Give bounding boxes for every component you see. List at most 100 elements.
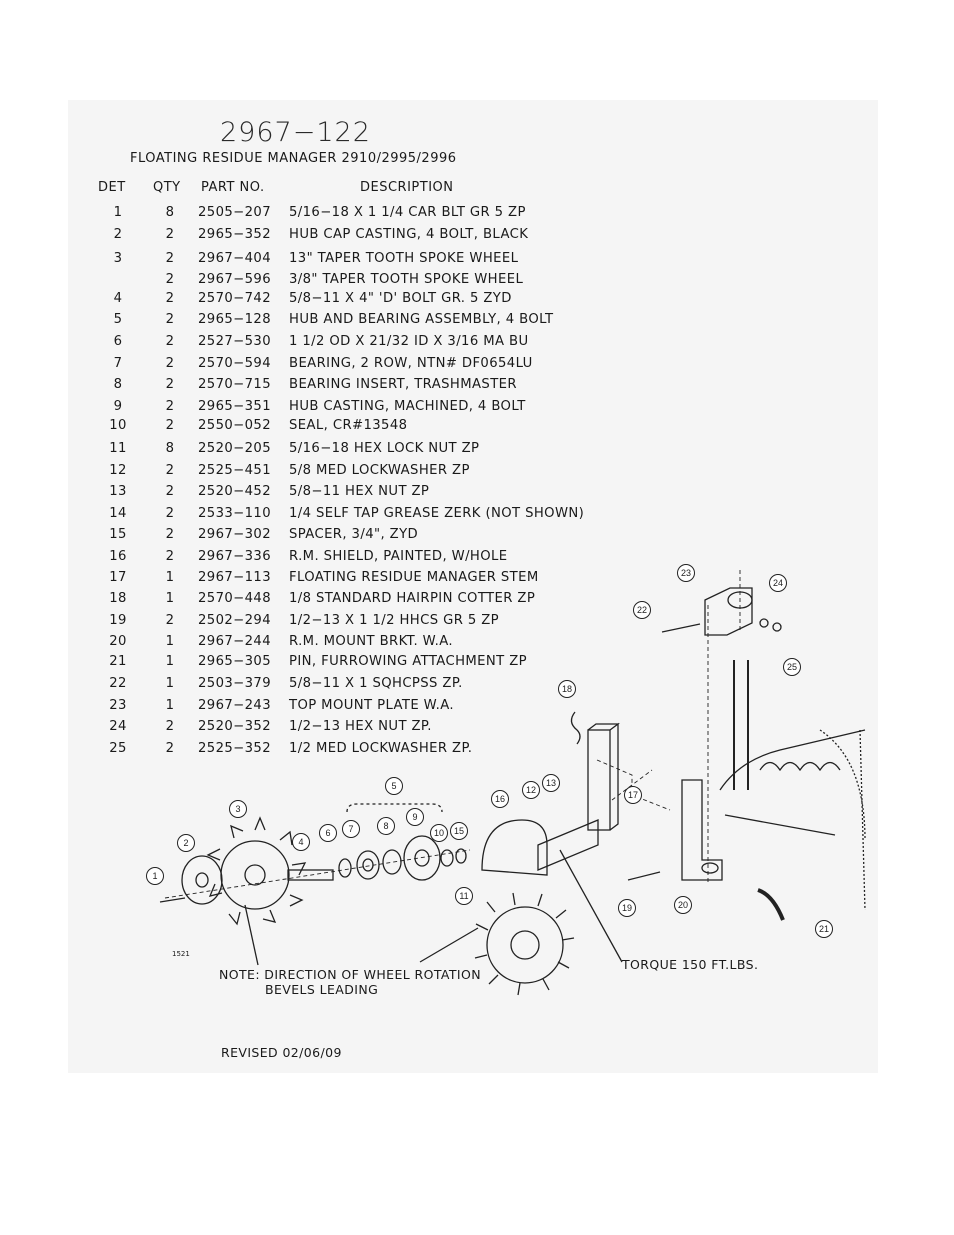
manager-arm-part (719, 729, 866, 836)
description-cell: HUB CAP CASTING, 4 BOLT, BLACK (289, 227, 529, 242)
spoke-wheel-part (206, 816, 307, 926)
description-cell: HUB AND BEARING ASSEMBLY, 4 BOLT (289, 312, 554, 327)
callout-20: 20 (674, 896, 692, 914)
square-head-bolt-part (661, 623, 701, 633)
callout-label: 12 (526, 785, 536, 795)
description-cell: HUB CASTING, MACHINED, 4 BOLT (289, 399, 526, 414)
qty-cell: 2 (165, 549, 175, 564)
part-number-cell: 2967−113 (198, 570, 271, 585)
qty-cell: 2 (165, 613, 175, 628)
callout-25: 25 (783, 658, 801, 676)
description-cell: 1 1/2 OD X 21/32 ID X 3/16 MA BU (289, 334, 529, 349)
callout-1: 1 (146, 867, 164, 885)
mount-bracket-part (681, 779, 723, 881)
description-cell: 5/8−11 HEX NUT ZP (289, 484, 430, 499)
det-cell: 9 (113, 399, 123, 414)
qty-cell: 1 (165, 698, 175, 713)
det-cell: 4 (113, 291, 123, 306)
spacer-part (455, 848, 467, 864)
qty-cell: 2 (165, 356, 175, 371)
drawing-subtitle: FLOATING RESIDUE MANAGER 2910/2995/2996 (130, 151, 457, 166)
description-cell: SPACER, 3/4", ZYD (289, 527, 419, 542)
qty-cell: 1 (165, 676, 175, 691)
det-cell: 6 (113, 334, 123, 349)
qty-cell: 2 (165, 418, 175, 433)
qty-cell: 2 (165, 506, 175, 521)
callout-23: 23 (677, 564, 695, 582)
part-number-cell: 2967−244 (198, 634, 271, 649)
qty-cell: 2 (165, 741, 175, 756)
part-number-cell: 2525−352 (198, 741, 271, 756)
hex-nut-part (759, 618, 769, 628)
part-number-cell: 2505−207 (198, 205, 271, 220)
description-cell: 1/2−13 HEX NUT ZP. (289, 719, 432, 734)
description-cell: BEARING INSERT, TRASHMASTER (289, 377, 517, 392)
description-cell: SEAL, CR#13548 (289, 418, 408, 433)
hub-casting-part (403, 835, 441, 881)
qty-cell: 2 (165, 227, 175, 242)
callout-7: 7 (342, 820, 360, 838)
rotation-note-line2: BEVELS LEADING (265, 982, 379, 997)
det-cell: 3 (113, 251, 123, 266)
callout-16: 16 (491, 790, 509, 808)
qty-cell: 2 (165, 291, 175, 306)
part-number-cell: 2570−742 (198, 291, 271, 306)
drawing-number: 2967−122 (220, 117, 371, 148)
bearing-insert-part (382, 849, 402, 875)
callout-8: 8 (377, 817, 395, 835)
det-cell: 19 (109, 613, 127, 628)
det-cell: 21 (109, 654, 127, 669)
det-cell: 7 (113, 356, 123, 371)
det-cell: 22 (109, 676, 127, 691)
description-cell: 1/8 STANDARD HAIRPIN COTTER ZP (289, 591, 536, 606)
det-cell: 1 (113, 205, 123, 220)
spring-part (759, 761, 841, 772)
part-number-cell: 2502−294 (198, 613, 271, 628)
description-cell: R.M. MOUNT BRKT. W.A. (289, 634, 453, 649)
callout-label: 2 (183, 838, 188, 848)
shield-part (481, 819, 548, 876)
description-cell: TOP MOUNT PLATE W.A. (289, 698, 454, 713)
callout-label: 3 (235, 804, 240, 814)
part-number-cell: 2550−052 (198, 418, 271, 433)
callout-13: 13 (542, 774, 560, 792)
stem-plate-part (537, 819, 599, 871)
qty-cell: 2 (165, 272, 175, 287)
description-cell: PIN, FURROWING ATTACHMENT ZP (289, 654, 528, 669)
callout-10: 10 (430, 824, 448, 842)
qty-cell: 2 (165, 334, 175, 349)
description-cell: 5/16−18 HEX LOCK NUT ZP (289, 441, 480, 456)
qty-cell: 2 (165, 484, 175, 499)
description-cell: BEARING, 2 ROW, NTN# DF0654LU (289, 356, 533, 371)
drawing-code: 1521 (172, 950, 190, 958)
callout-label: 6 (325, 828, 330, 838)
qty-cell: 2 (165, 463, 175, 478)
part-number-cell: 2965−128 (198, 312, 271, 327)
part-number-cell: 2520−205 (198, 441, 271, 456)
det-cell: 14 (109, 506, 127, 521)
callout-3: 3 (229, 800, 247, 818)
callout-label: 11 (459, 891, 468, 901)
callout-17: 17 (624, 786, 642, 804)
callout-label: 9 (412, 812, 417, 822)
qty-cell: 2 (165, 719, 175, 734)
revision-date: REVISED 02/06/09 (221, 1045, 342, 1060)
part-number-cell: 2520−352 (198, 719, 271, 734)
callout-label: 20 (678, 900, 688, 910)
rotation-note-line1: NOTE: DIRECTION OF WHEEL ROTATION (219, 967, 481, 982)
header-det: DET (98, 180, 126, 195)
part-number-cell: 2967−404 (198, 251, 271, 266)
callout-5: 5 (385, 777, 403, 795)
part-number-cell: 2967−336 (198, 549, 271, 564)
lockwasher-part (772, 622, 782, 632)
part-number-cell: 2520−452 (198, 484, 271, 499)
qty-cell: 2 (165, 251, 175, 266)
part-number-cell: 2967−302 (198, 527, 271, 542)
description-cell: 13" TAPER TOOTH SPOKE WHEEL (289, 251, 519, 266)
part-number-cell: 2965−305 (198, 654, 271, 669)
callout-label: 5 (391, 781, 396, 791)
det-cell: 10 (109, 418, 127, 433)
det-cell: 2 (113, 227, 123, 242)
callout-label: 17 (628, 790, 638, 800)
det-cell: 11 (109, 441, 127, 456)
